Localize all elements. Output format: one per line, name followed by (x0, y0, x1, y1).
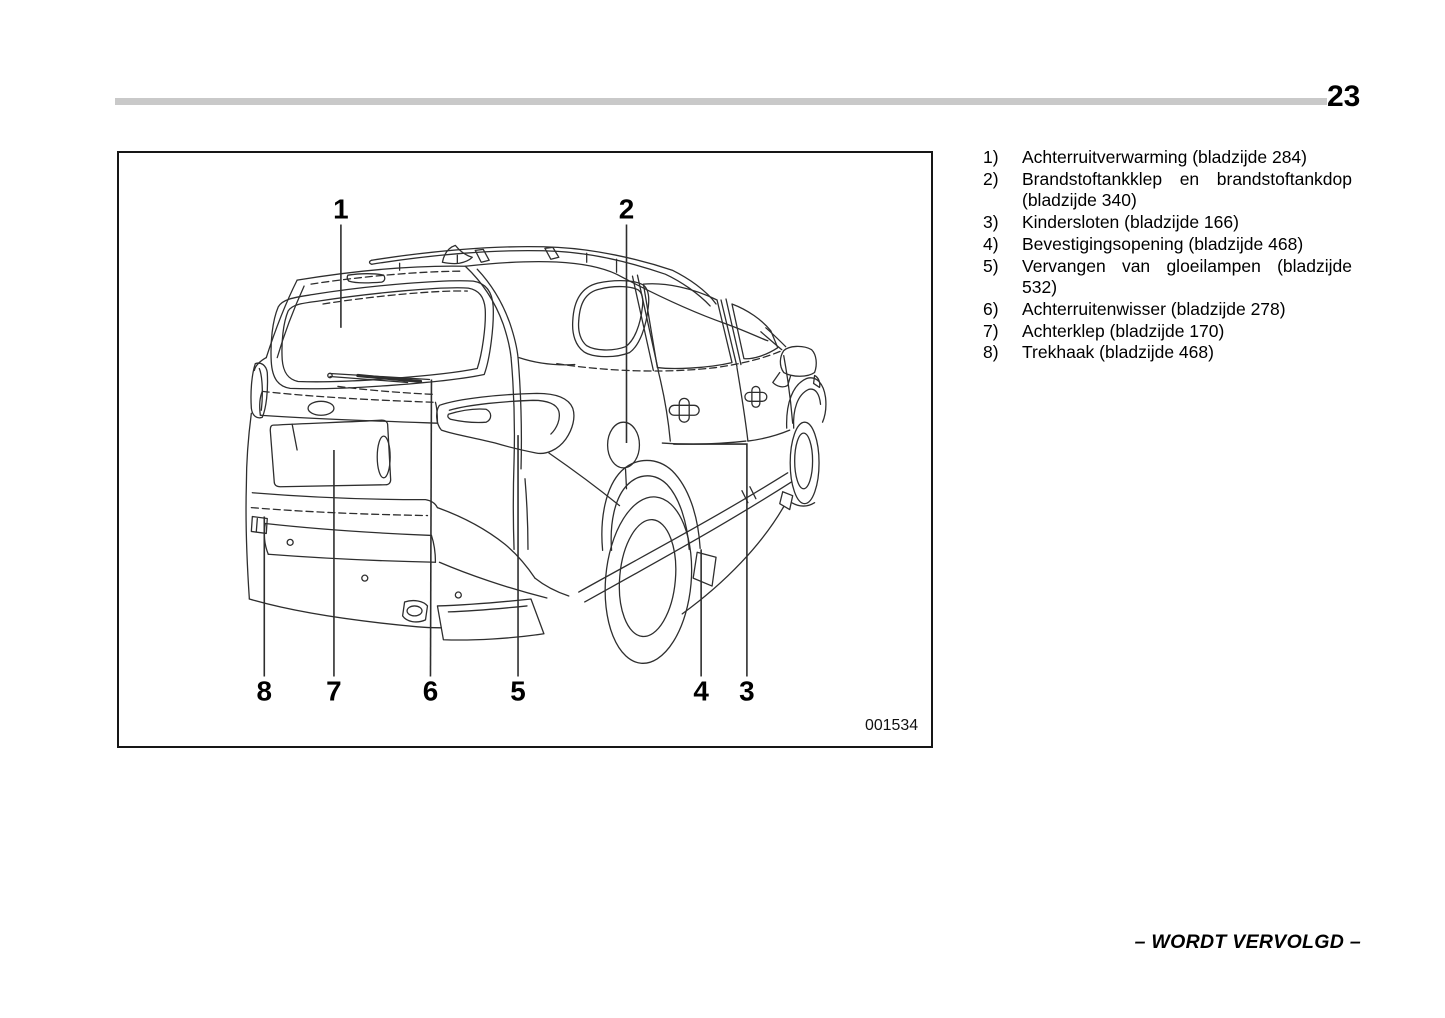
legend-item-number: 8) (983, 342, 999, 363)
legend-list: 1) Achterruitverwarming (bladzijde 284) … (983, 147, 1364, 364)
legend-item-4: 4) Bevestigingsopening (bladzijde 468) (983, 234, 1364, 256)
callout-label-7: 7 (326, 675, 341, 706)
figure-box: 1 2 3 4 5 6 7 8 001534 (117, 151, 933, 748)
legend-item-6: 6) Achterruitenwisser (bladzijde 278) (983, 299, 1364, 321)
callout-label-3: 3 (739, 675, 754, 706)
legend-item-3: 3) Kindersloten (bladzijde 166) (983, 212, 1364, 234)
vehicle-rear-diagram: 1 2 3 4 5 6 7 8 001534 (245, 194, 918, 734)
legend-item-number: 1) (983, 147, 999, 167)
callout-label-1: 1 (333, 194, 348, 225)
legend-item-text: Bevestigingsopening (bladzijde 468) (1022, 233, 1304, 254)
legend-item-number: 7) (983, 320, 999, 341)
legend-item-7: 7) Achterklep (bladzijde 170) (983, 321, 1364, 343)
legend-item-text: Kindersloten (bladzijde 166) (1022, 212, 1239, 233)
callout-leaders (263, 224, 748, 677)
legend-item-text: Achterruitenwisser (bladzijde 278) (1022, 298, 1286, 319)
header-rule (115, 98, 1327, 105)
legend-item-1: 1) Achterruitverwarming (bladzijde 284) (983, 147, 1364, 169)
legend-item-text: Achterklep (bladzijde 170) (1022, 320, 1225, 341)
callout-label-8: 8 (257, 675, 272, 706)
legend-item-text: Brandstoftankklep en brandstoftankdop (b… (1022, 168, 1352, 211)
legend-item-number: 4) (983, 233, 999, 254)
legend-item-2: 2) Brandstoftankklep en brandstoftankdop… (983, 169, 1364, 212)
legend-item-8: 8) Trekhaak (bladzijde 468) (983, 342, 1364, 364)
legend-item-number: 2) (983, 168, 999, 189)
callout-label-6: 6 (423, 675, 438, 706)
legend-item-number: 5) (983, 255, 999, 276)
legend-item-text: Trekhaak (bladzijde 468) (1022, 342, 1214, 363)
callout-label-4: 4 (693, 675, 709, 706)
legend-item-text: Achterruitverwarming (bladzijde 284) (1022, 147, 1307, 167)
figure-code: 001534 (865, 717, 918, 734)
legend-item-text: Vervangen van gloeilampen (bladzijde 532… (1022, 255, 1352, 298)
callout-label-2: 2 (619, 194, 634, 225)
legend-item-number: 3) (983, 212, 999, 233)
callout-label-5: 5 (510, 675, 525, 706)
legend-item-number: 6) (983, 298, 999, 319)
continued-note: – WORDT VERVOLGD – (1134, 931, 1361, 953)
page-number: 23 (1327, 80, 1361, 113)
legend-item-5: 5) Vervangen van gloeilampen (bladzijde … (983, 256, 1364, 299)
